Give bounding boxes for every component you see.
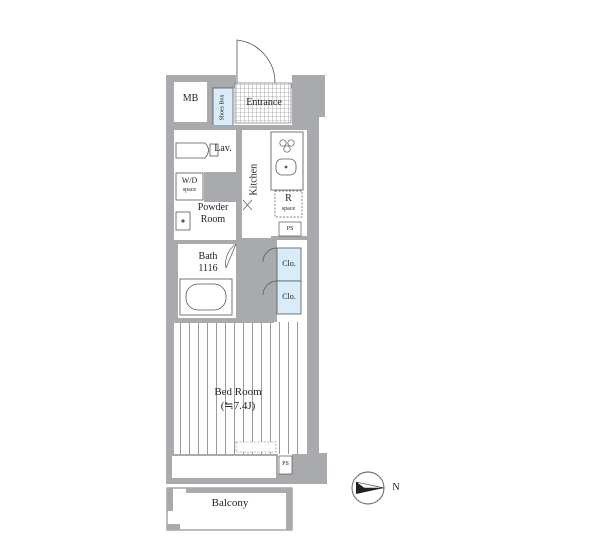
fridge-label: R bbox=[285, 193, 292, 204]
balcony-area bbox=[166, 487, 293, 531]
bedroom-size-label: (≒7.4J) bbox=[220, 400, 256, 412]
powder-label: Powder bbox=[197, 202, 229, 213]
closet-doors bbox=[262, 247, 278, 296]
closet-upper-label: Clo. bbox=[282, 259, 296, 268]
mb-label: MB bbox=[182, 93, 199, 104]
compass-icon bbox=[351, 471, 385, 505]
bath-size-label: 1116 bbox=[198, 263, 218, 274]
ps-lower-label: PS bbox=[282, 461, 289, 467]
bedroom-window bbox=[235, 441, 277, 453]
entrance-door bbox=[236, 39, 276, 84]
bath-door bbox=[225, 243, 237, 269]
fridge-space bbox=[274, 190, 303, 218]
closet-lower bbox=[276, 280, 302, 315]
interior-walls bbox=[174, 125, 277, 323]
closet-lower-label: Clo. bbox=[282, 292, 296, 301]
bathtub bbox=[179, 278, 233, 316]
ps-upper-box bbox=[278, 221, 302, 237]
fridge-space-label: space bbox=[281, 206, 296, 212]
wd-label: W/D bbox=[181, 176, 198, 185]
washer-space bbox=[175, 172, 204, 201]
wd-space-label: space bbox=[182, 187, 197, 193]
powder-sink bbox=[175, 211, 191, 231]
lav-label: Lav. bbox=[214, 143, 232, 154]
balcony-label: Balcony bbox=[211, 497, 249, 509]
bath-label: Bath bbox=[198, 251, 218, 262]
compass-north-label: N bbox=[392, 482, 400, 493]
ps-upper-label: PS bbox=[286, 226, 294, 232]
kitchen-counter bbox=[270, 131, 304, 191]
kitchen-label: Kitchen bbox=[248, 163, 260, 196]
closet-upper bbox=[276, 247, 302, 282]
shoes-box-label: Shoes Box bbox=[219, 94, 226, 121]
toilet bbox=[175, 142, 219, 159]
entrance-label: Entrance bbox=[246, 97, 282, 108]
powder-room-label: Room bbox=[200, 214, 226, 225]
bedroom-floor bbox=[174, 322, 302, 454]
ps-lower-box bbox=[278, 455, 293, 475]
bedroom-label: Bed Room bbox=[214, 386, 262, 398]
kitchen-door bbox=[242, 199, 253, 211]
entrance-tile-floor bbox=[234, 82, 292, 124]
